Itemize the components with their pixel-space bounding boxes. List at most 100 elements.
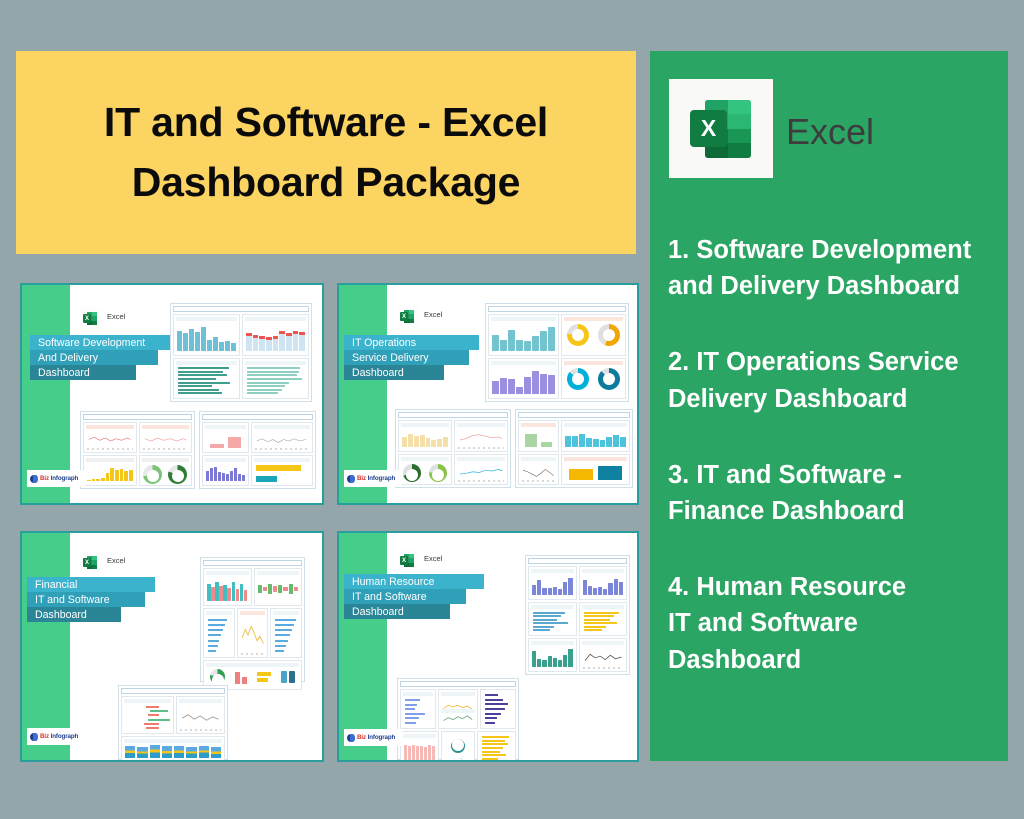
dashboard-list-item-2[interactable]: 2. IT Operations Service Delivery Dashbo… — [668, 348, 959, 413]
thumbnail-excel-label: Excel — [424, 554, 443, 563]
thumbnail-label-3: Dashboard — [27, 607, 121, 622]
mini-chart-line-dark — [518, 453, 560, 485]
title-banner: IT and Software - Excel Dashboard Packag… — [16, 51, 636, 254]
brand-globe-icon — [30, 474, 38, 483]
thumbnail-label-2: Service Delivery — [344, 350, 469, 365]
thumbnail-sidebar — [22, 533, 70, 760]
dashboard-list: 1. Software Development and Delivery Das… — [668, 232, 1006, 678]
mini-panel-quality — [80, 411, 195, 489]
brand-logo: Biz Infograph — [344, 470, 402, 487]
mini-panel-budget-variance — [118, 685, 228, 760]
mini-chart-line-gold — [236, 608, 269, 658]
mini-chart-bar-blue-a — [528, 566, 577, 600]
dashboard-thumbnail-financial[interactable]: X Excel Financial IT and Software Dashbo… — [20, 531, 324, 762]
thumbnail-label-3: Dashboard — [30, 365, 136, 380]
excel-x-letter: X — [690, 109, 727, 147]
mini-chart-donut-pair — [138, 455, 192, 486]
mini-chart-donut-green-pair — [398, 453, 452, 485]
mini-chart-tornado — [121, 696, 175, 734]
thumbnail-label-1: Software Development — [30, 335, 178, 350]
donut-cyan-2 — [598, 367, 621, 390]
thumbnail-excel-x: X — [83, 314, 91, 323]
thumbnail-label-2: And Delivery — [30, 350, 158, 365]
dashboard-list-item-1[interactable]: 1. Software Development and Delivery Das… — [668, 236, 972, 301]
mini-chart-col-pink — [400, 731, 440, 760]
mini-chart-bar-blue-b — [578, 566, 627, 600]
mini-chart-hbar-yellow-teal — [251, 455, 313, 486]
thumbnail-label-3: Dashboard — [344, 604, 450, 619]
thumbnail-excel-x: X — [83, 558, 91, 567]
brand-globe-icon — [30, 732, 38, 741]
donut-teal-2 — [450, 758, 465, 760]
mini-chart-donuts-cyan — [561, 357, 626, 399]
dashboard-list-item-4[interactable]: 4. Human Resource IT and Software Dashbo… — [668, 573, 907, 674]
thumbnail-sidebar — [339, 285, 387, 503]
mini-panel-workforce — [397, 678, 519, 760]
donut-teal-1 — [450, 739, 465, 753]
donut-green-light — [143, 465, 163, 484]
mini-chart-donut-teal-pair — [441, 731, 475, 760]
excel-logo-badge: X — [669, 79, 773, 178]
donut-yellow-1 — [566, 324, 589, 346]
page-title-line-2: Dashboard Package — [131, 158, 521, 205]
brand-name: Biz Infograph — [357, 475, 396, 482]
excel-icon: X — [688, 96, 754, 162]
product-list-panel: X Excel 1. Software Development and Deli… — [650, 51, 1008, 761]
brand-name: Biz Infograph — [40, 475, 79, 482]
thumbnail-label-2: IT and Software — [344, 589, 466, 604]
mini-chart-hbar-light — [242, 357, 309, 399]
thumbnail-excel-x: X — [400, 312, 408, 321]
brand-logo: Biz Infograph — [27, 728, 85, 745]
donut-yellow-2 — [598, 324, 621, 346]
donut-cyan-1 — [566, 367, 589, 390]
page-title-line-1: IT and Software - Excel — [103, 99, 549, 146]
mini-chart-line-salmon — [454, 420, 508, 452]
dashboard-thumbnail-it-operations[interactable]: X Excel IT Operations Service Delivery D… — [337, 283, 639, 505]
mini-panel-change-mgmt — [515, 409, 633, 488]
page-title: IT and Software - Excel Dashboard Packag… — [82, 93, 570, 212]
brand-globe-icon — [347, 474, 355, 483]
thumbnail-excel-x: X — [400, 556, 408, 565]
mini-chart-column-pink — [202, 422, 250, 453]
mini-chart-line-red — [83, 422, 137, 453]
mini-chart-bar-green — [528, 638, 577, 672]
thumbnail-label-3: Dashboard — [344, 365, 444, 380]
mini-chart-hbar-blue-c — [528, 602, 577, 636]
mini-chart-line-yellow-pair — [438, 689, 478, 729]
mini-chart-hbar-blue-b — [270, 608, 302, 658]
dashboard-list-item-3[interactable]: 3. IT and Software - Finance Dashboard — [668, 460, 905, 526]
donut-kpi-green — [210, 669, 225, 684]
mini-chart-bar-cyan — [561, 420, 630, 452]
mini-chart-line-cyan — [454, 453, 508, 485]
thumbnail-label-2: IT and Software — [27, 592, 145, 607]
mini-panel-sla — [395, 409, 511, 488]
mini-panel-dev-productivity — [170, 303, 312, 402]
dashboard-thumbnail-software-development[interactable]: X Excel Software Development And Deliver… — [20, 283, 324, 505]
brand-name: Biz Infograph — [40, 733, 79, 740]
mini-chart-line-trend — [176, 696, 225, 734]
mini-panel-employee-metrics — [525, 555, 630, 675]
thumbnail-excel-label: Excel — [107, 556, 126, 565]
mini-chart-line-dark-b — [578, 638, 627, 672]
excel-wordmark: Excel — [786, 111, 875, 152]
mini-chart-bar-purple2 — [488, 357, 560, 399]
mini-chart-bar-teal — [488, 314, 560, 356]
thumbnail-excel-icon: X — [79, 307, 102, 330]
brand-name: Biz Infograph — [357, 734, 396, 741]
mini-chart-hbar-indigo — [479, 689, 516, 729]
thumbnail-excel-icon: X — [396, 549, 419, 572]
mini-chart-waterfall — [253, 568, 302, 606]
thumbnail-excel-label: Excel — [107, 312, 126, 321]
mini-chart-stacked-column — [121, 736, 225, 760]
mini-chart-line-pink — [138, 422, 192, 453]
donut-green-dark — [168, 465, 188, 484]
mini-chart-bar-teal-red — [203, 568, 252, 606]
mini-chart-bar-purple — [202, 455, 250, 486]
thumbnail-label-1: Financial — [27, 577, 155, 592]
mini-chart-hbar-yellow — [578, 602, 627, 636]
thumbnail-excel-icon: X — [79, 551, 102, 574]
mini-chart-bar-yellow — [83, 455, 137, 486]
mini-chart-col-green — [518, 420, 560, 452]
dashboard-thumbnail-human-resource[interactable]: X Excel Human Resource IT and Software D… — [337, 531, 639, 762]
